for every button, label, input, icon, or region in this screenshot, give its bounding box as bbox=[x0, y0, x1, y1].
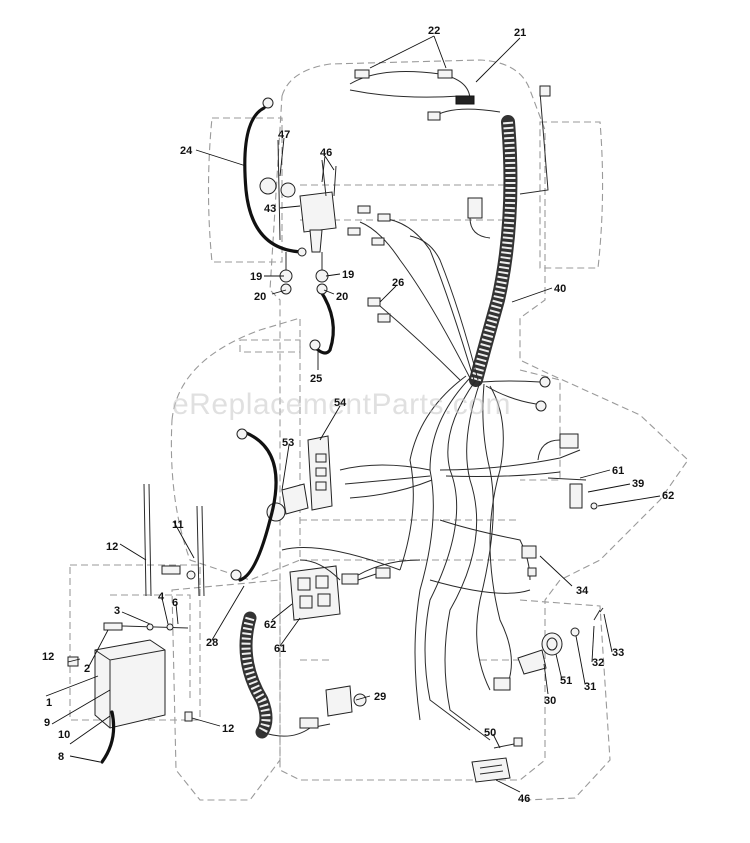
callout-20-left: 20 bbox=[254, 291, 266, 303]
callout-6: 6 bbox=[172, 597, 178, 609]
tractor-outline bbox=[69, 59, 689, 801]
control-module bbox=[289, 559, 391, 621]
callout-54: 62 bbox=[662, 490, 674, 502]
callout-1: 1 bbox=[46, 697, 52, 709]
callout-29: 29 bbox=[374, 691, 386, 703]
callout-8: 9 bbox=[44, 717, 50, 729]
callout-41: 46 bbox=[320, 147, 332, 159]
callout-3: 3 bbox=[114, 605, 120, 617]
callout-39: 39 bbox=[632, 478, 644, 490]
callout-19-right: 19 bbox=[342, 269, 354, 281]
callout-28: 28 bbox=[206, 637, 218, 649]
callout-30: 30 bbox=[544, 695, 556, 707]
callout-7: 8 bbox=[58, 751, 64, 763]
callout-11: 12 bbox=[106, 541, 118, 553]
part-callouts: 22 21 24 47 46 43 19 20 19 20 26 40 25 5… bbox=[42, 25, 674, 805]
callout-53: 61 bbox=[612, 465, 624, 477]
callout-47: 50 bbox=[484, 727, 496, 739]
callout-61: 61 bbox=[274, 643, 286, 655]
battery-cables bbox=[100, 622, 189, 764]
front-headlight-connectors bbox=[349, 69, 501, 121]
callout-10: 11 bbox=[172, 519, 184, 531]
battery-hold-down-rods bbox=[143, 483, 205, 597]
callout-26: 26 bbox=[392, 277, 404, 289]
starter-solenoid bbox=[259, 139, 337, 295]
callout-4: 4 bbox=[158, 591, 165, 603]
callout-49: 51 bbox=[560, 675, 572, 687]
callout-40: 40 bbox=[554, 283, 566, 295]
leader-lines bbox=[45, 35, 661, 793]
callout-51: 54 bbox=[334, 397, 347, 409]
callout-31: 31 bbox=[584, 681, 596, 693]
callout-2: 2 bbox=[84, 663, 90, 675]
callout-22: 22 bbox=[428, 25, 440, 37]
ignition-switch-area bbox=[230, 428, 333, 582]
callout-46: 46 bbox=[518, 793, 530, 805]
callout-50: 53 bbox=[282, 437, 294, 449]
harness-wire-bundle bbox=[281, 197, 581, 741]
callout-43: 43 bbox=[264, 203, 276, 215]
callout-33: 33 bbox=[612, 647, 624, 659]
callout-32: 32 bbox=[592, 657, 604, 669]
callout-24: 24 bbox=[180, 145, 193, 157]
callout-34: 34 bbox=[576, 585, 589, 597]
callout-62: 62 bbox=[264, 619, 276, 631]
callout-12-right: 12 bbox=[222, 723, 234, 735]
harness-loom-main bbox=[469, 85, 551, 387]
callout-19-left: 19 bbox=[250, 271, 262, 283]
watermark-text: eReplacementParts.com bbox=[172, 388, 511, 421]
callout-12-left: 12 bbox=[42, 651, 54, 663]
battery bbox=[67, 639, 193, 729]
callout-42: 47 bbox=[278, 129, 290, 141]
callout-21: 21 bbox=[514, 27, 526, 39]
callout-9: 10 bbox=[58, 729, 70, 741]
ground-cables bbox=[243, 97, 335, 355]
callout-25: 25 bbox=[310, 373, 322, 385]
right-side-switches bbox=[493, 433, 604, 691]
fuse-block bbox=[471, 737, 523, 783]
callout-20-right: 20 bbox=[336, 291, 348, 303]
harness-loom-lower bbox=[239, 611, 367, 739]
